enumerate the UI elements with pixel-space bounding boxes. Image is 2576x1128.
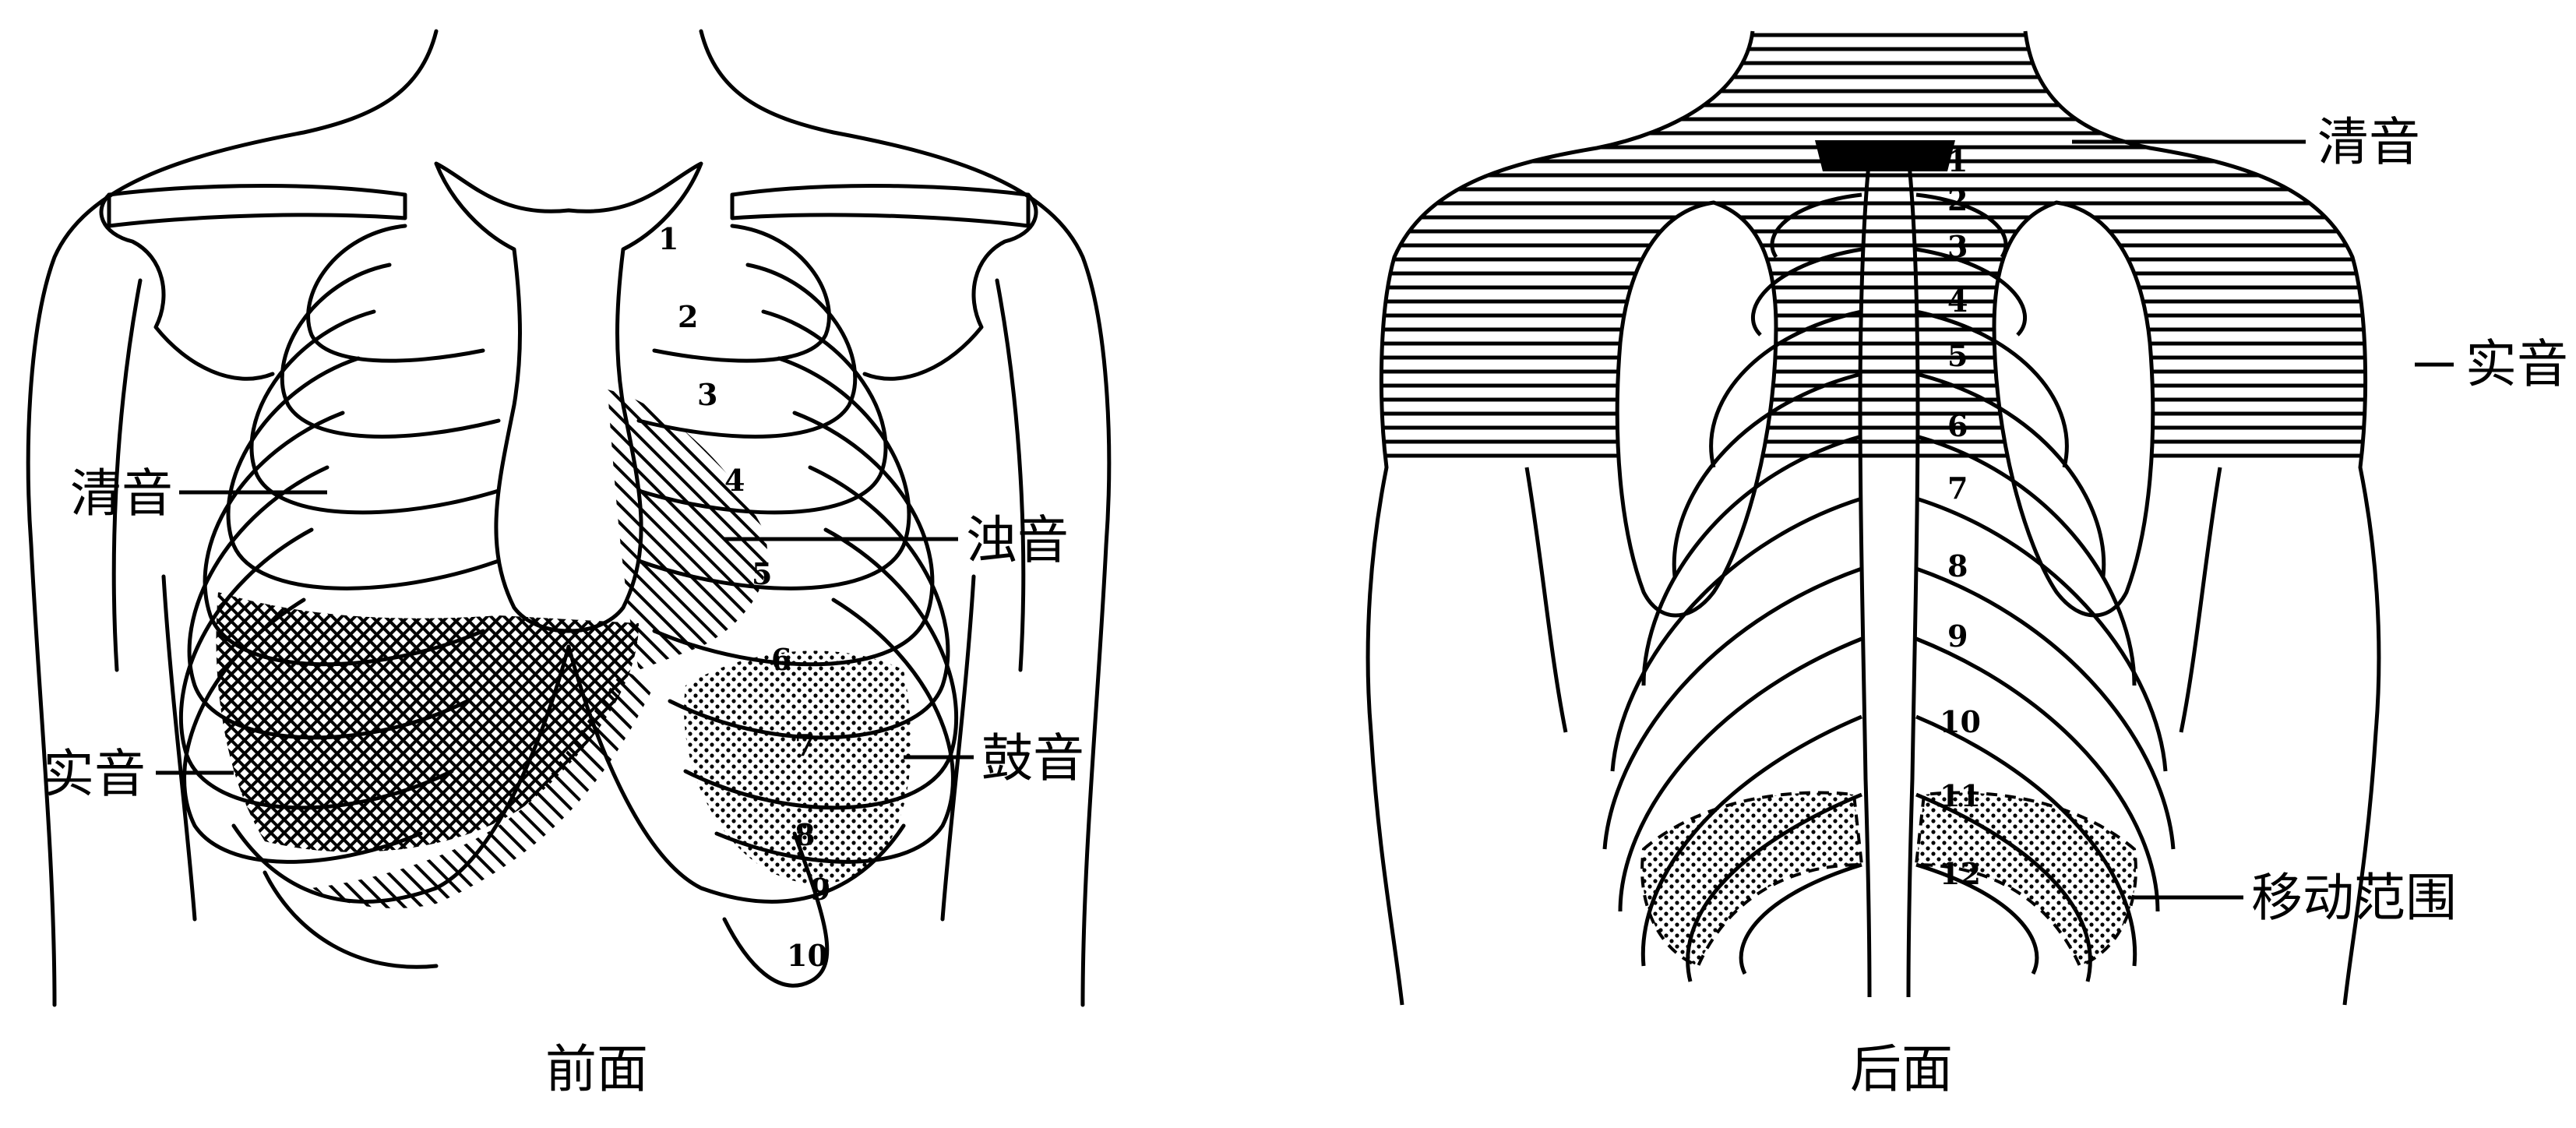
back-label-excursion: 移动范围	[2251, 868, 2457, 928]
front-shading	[216, 390, 911, 908]
back-scapula-left	[1615, 200, 1778, 618]
front-caption: 前面	[545, 1039, 648, 1099]
back-excursion-left	[1640, 791, 1864, 968]
front-rib-number: 4	[724, 463, 745, 498]
back-rib-number: 2	[1947, 182, 1968, 217]
back-excursion-right	[1914, 791, 2137, 968]
back-rib-number: 10	[1940, 704, 1981, 739]
back-rib-number: 7	[1947, 471, 1968, 506]
front-rib-number: 8	[795, 817, 815, 852]
front-rib-number: 2	[678, 299, 698, 334]
back-rib-number: 6	[1947, 408, 1968, 443]
back-arms	[1524, 467, 2222, 733]
back-neck-spine	[1815, 140, 1955, 171]
front-view	[26, 29, 1112, 1007]
front-body-outline	[26, 29, 1112, 1007]
back-rib-number: 1	[1947, 143, 1968, 178]
front-liver-margin-hatch	[312, 670, 654, 908]
front-label-tympanic: 鼓音	[981, 728, 1084, 788]
back-caption: 后面	[1850, 1039, 1953, 1099]
front-tympanic-area	[684, 650, 911, 884]
back-rib-number: 12	[1940, 856, 1981, 891]
front-rib-number: 10	[787, 938, 828, 973]
front-rib-number: 1	[658, 221, 678, 256]
back-body-outline	[1366, 30, 2381, 1006]
front-label-flat: 实音	[43, 744, 146, 804]
front-label-resonant: 清音	[70, 464, 173, 523]
back-rib-number: 5	[1947, 338, 1968, 373]
front-dull-area	[608, 390, 768, 670]
front-label-dull: 浊音	[966, 510, 1069, 570]
front-rib-number: 3	[697, 377, 717, 412]
front-rib-number: 9	[810, 872, 830, 907]
front-rib-number: 5	[752, 556, 772, 591]
back-spine	[1858, 155, 1920, 998]
front-rib-number: 7	[795, 728, 815, 763]
back-rib-number: 8	[1947, 548, 1968, 583]
front-rib-numbers: 1 2 3 4 5 6 7 8 9 10	[658, 221, 830, 973]
front-arms	[111, 278, 1026, 922]
back-rib-number: 11	[1940, 778, 1981, 813]
back-label-resonant: 清音	[2317, 112, 2420, 172]
front-flat-area	[216, 592, 639, 852]
front-clavicles	[107, 183, 1031, 228]
front-shoulders	[99, 192, 1038, 381]
front-labels: 清音 浊音 实音 鼓音 前面	[43, 464, 1084, 1099]
back-view: 1 2 3 4 5 6 7 8 9 10 11 12 清音 实音 移动范围 后面	[1366, 30, 2568, 1099]
back-label-flat: 实音	[2465, 334, 2568, 394]
back-flat-area	[1381, 31, 2366, 467]
back-labels: 清音 实音 移动范围 后面	[1850, 112, 2568, 1099]
back-rib-number: 3	[1947, 229, 1968, 264]
back-scapula-right	[1992, 200, 2155, 618]
front-rib-number: 6	[771, 642, 791, 677]
back-rib-numbers: 1 2 3 4 5 6 7 8 9 10 11 12	[1940, 143, 1981, 891]
back-rib-number: 4	[1947, 284, 1968, 319]
back-rib-number: 9	[1947, 619, 1968, 654]
